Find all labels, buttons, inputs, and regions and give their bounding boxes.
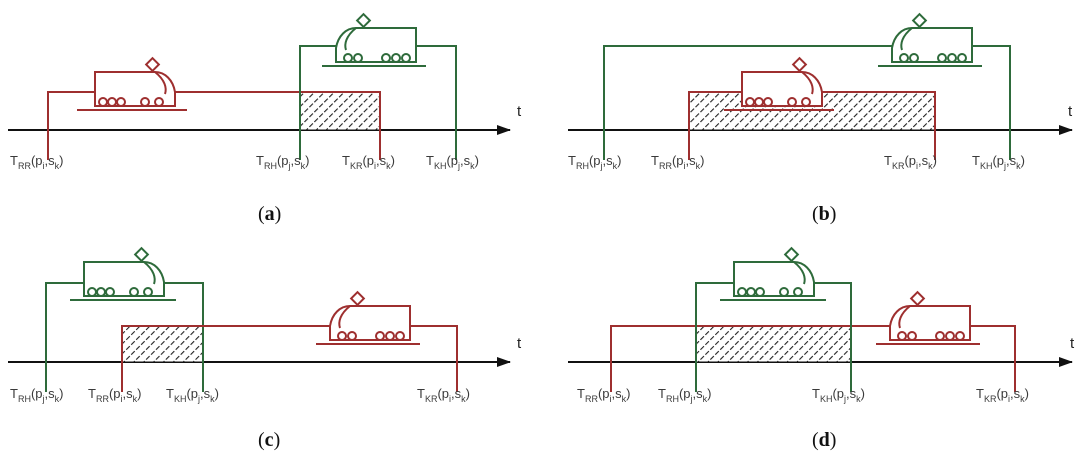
label-t-kr: TKR(pi,sk) bbox=[417, 386, 470, 404]
red-interval-line bbox=[47, 91, 381, 160]
green-train-icon bbox=[720, 246, 826, 301]
red-interval-line bbox=[610, 325, 1016, 392]
green-train-icon bbox=[70, 246, 176, 301]
caption-d: (d) bbox=[812, 429, 836, 451]
green-train-icon bbox=[878, 12, 982, 67]
red-train-icon bbox=[876, 290, 980, 345]
axis-label-t: t bbox=[517, 103, 522, 120]
overlap-hatch bbox=[121, 325, 204, 363]
caption-a: (a) bbox=[258, 203, 281, 225]
label-t-rh: TRH(pj,sk) bbox=[568, 153, 621, 171]
red-interval-line bbox=[121, 325, 458, 392]
label-t-kh: TKH(pj,sk) bbox=[812, 386, 865, 404]
label-t-kh: TKH(pj,sk) bbox=[426, 153, 479, 171]
green-interval-line bbox=[603, 45, 1011, 160]
label-t-kr: TKR(pi,sk) bbox=[342, 153, 395, 171]
caption-b: (b) bbox=[812, 203, 836, 225]
caption-c: (c) bbox=[258, 429, 280, 451]
label-t-kh: TKH(pj,sk) bbox=[972, 153, 1025, 171]
panel-b: t TRH(pj,sk) TRR(pi,sk) TKR(pi,sk) TKH(p… bbox=[568, 12, 1073, 225]
label-t-kr: TKR(pi,sk) bbox=[976, 386, 1029, 404]
panel-c: t TRH(pj,sk) TRR(pi,sk) TKH(pj,sk) TKR(p… bbox=[8, 246, 522, 451]
label-t-kr: TKR(pi,sk) bbox=[884, 153, 937, 171]
overlap-hatch bbox=[299, 91, 381, 131]
overlap-hatch bbox=[695, 325, 852, 363]
green-train-icon bbox=[322, 12, 426, 67]
red-train-icon bbox=[316, 290, 420, 345]
label-t-rh: TRH(pj,sk) bbox=[256, 153, 309, 171]
panel-d: t TRR(pi,sk) TRH(pj,sk) TKH(pj,sk) TKR(p… bbox=[568, 246, 1075, 451]
label-t-kh: TKH(pj,sk) bbox=[166, 386, 219, 404]
label-t-rh: TRH(pj,sk) bbox=[10, 386, 63, 404]
red-train-icon bbox=[77, 56, 187, 111]
label-t-rr: TRR(pi,sk) bbox=[88, 386, 141, 404]
axis-label-t: t bbox=[1068, 103, 1073, 120]
axis-label-t: t bbox=[1070, 335, 1075, 352]
label-t-rr: TRR(pi,sk) bbox=[577, 386, 630, 404]
label-t-rh: TRH(pj,sk) bbox=[658, 386, 711, 404]
axis-label-t: t bbox=[517, 335, 522, 352]
label-t-rr: TRR(pi,sk) bbox=[10, 153, 63, 171]
panel-a: t TRR(pi,sk) TRH(pj,sk) TKR(pi,sk) TKH(p… bbox=[8, 12, 522, 225]
red-train-icon bbox=[724, 56, 834, 111]
label-t-rr: TRR(pi,sk) bbox=[651, 153, 704, 171]
